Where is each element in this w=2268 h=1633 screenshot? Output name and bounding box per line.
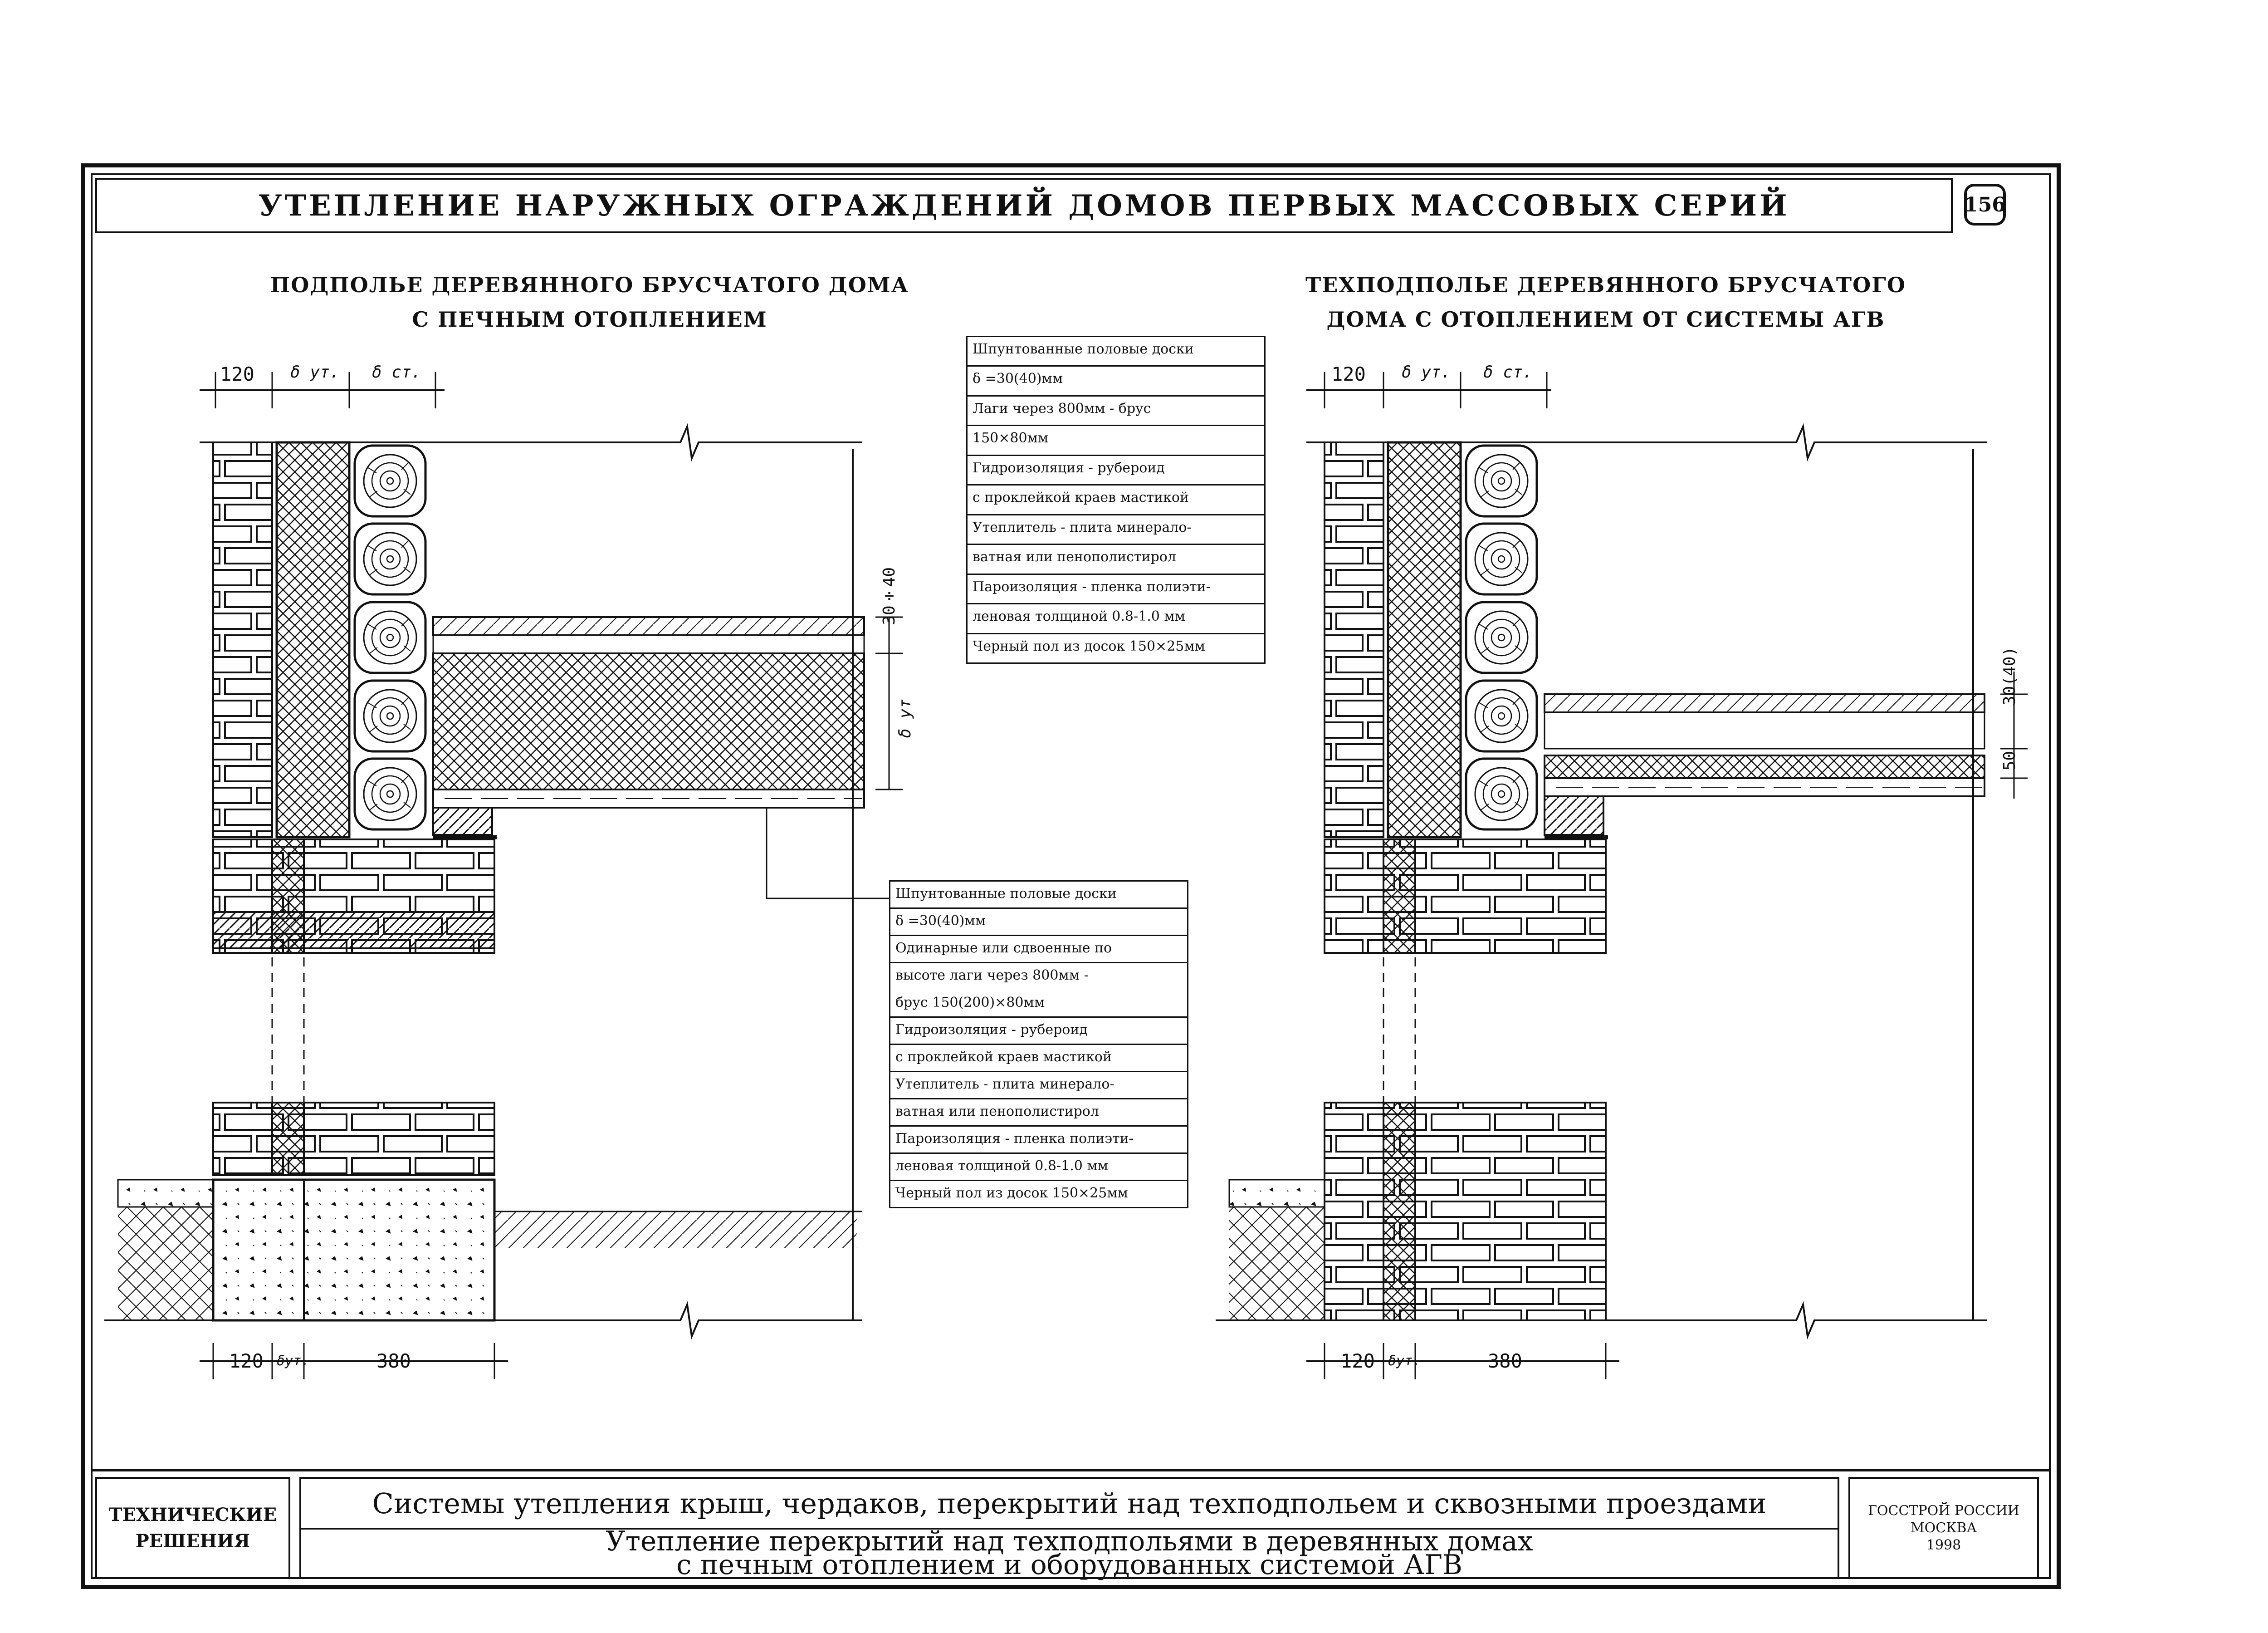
legend-rule — [889, 962, 1188, 963]
stamp-subtitle-line1: Утепление перекрытий над техподпольями в… — [606, 1525, 1533, 1557]
stamp-publisher: ГОССТРОЙ РОССИИ МОСКВА 1998 — [1848, 1477, 2039, 1579]
sheet-number: 156 — [1964, 184, 2006, 226]
left-dim-top-st: δ ст. — [372, 363, 421, 382]
right-heading-line1: ТЕХПОДПОЛЬЕ ДЕРЕВЯННОГО БРУСЧАТОГО — [1305, 273, 1906, 297]
legend-rule — [889, 1016, 1188, 1018]
legend-row: с проклейкой краев мастикой — [895, 1049, 1112, 1065]
right-dim-bottom-380: 380 — [1488, 1350, 1522, 1372]
legend-row: Гидроизоляция - рубероид — [895, 1022, 1088, 1038]
legend-rule — [889, 880, 1188, 882]
left-dim-right-2: δ ут — [896, 699, 914, 738]
legend-row: Утеплитель - плита минерало- — [895, 1076, 1114, 1092]
left-dim-top-120: 120 — [220, 363, 254, 385]
left-heading: ПОДПОЛЬЕ ДЕРЕВЯННОГО БРУСЧАТОГО ДОМА С П… — [254, 268, 925, 337]
right-heading-line2: ДОМА С ОТОПЛЕНИЕМ ОТ СИСТЕМЫ АГВ — [1326, 307, 1885, 332]
legend-rule — [966, 484, 1266, 486]
stamp-publisher-line1: ГОССТРОЙ РОССИИ — [1868, 1502, 2019, 1519]
legend-rule — [966, 336, 1266, 337]
right-dim-bottom-ut: δут. — [1388, 1353, 1421, 1369]
legend-row: Гидроизоляция - рубероид — [973, 460, 1165, 476]
right-dim-right-1: 30(40) — [2000, 647, 2019, 706]
left-dim-bottom-380: 380 — [376, 1350, 411, 1372]
legend-row: Шпунтованные половые доски — [973, 341, 1194, 357]
legend-rule — [966, 514, 1266, 515]
right-dim-top-st: δ ст. — [1483, 363, 1533, 382]
legend-rule — [889, 1152, 1188, 1154]
left-heading-line2: С ПЕЧНЫМ ОТОПЛЕНИЕМ — [412, 307, 767, 332]
legend-row: леновая толщиной 0.8-1.0 мм — [895, 1158, 1109, 1174]
stamp-title-main: Системы утепления крыш, чердаков, перекр… — [301, 1479, 1838, 1530]
legend-row: δ =30(40)мм — [895, 913, 986, 929]
legend-row: Черный пол из досок 150×25мм — [973, 638, 1206, 654]
legend-row: Шпунтованные половые доски — [895, 886, 1117, 902]
right-drawing — [1216, 372, 2028, 1379]
stamp-subtitle: Утепление перекрытий над техподпольями в… — [301, 1525, 1838, 1581]
legend-rule — [966, 395, 1266, 397]
legend-rule — [966, 573, 1266, 575]
legend-rule — [966, 603, 1266, 605]
stamp-subtitle-line2: с печным отоплением и оборудованных сист… — [676, 1549, 1463, 1581]
legend-rule — [966, 544, 1266, 545]
left-dim-top-ut: δ ут. — [290, 363, 340, 382]
right-heading: ТЕХПОДПОЛЬЕ ДЕРЕВЯННОГО БРУСЧАТОГО ДОМА … — [1270, 268, 1941, 337]
legend-rule — [966, 454, 1266, 456]
legend-row: Одинарные или сдвоенные по — [895, 940, 1112, 956]
left-dim-right-1: 30÷40 — [880, 567, 899, 625]
stamp-section-line2: РЕШЕНИЯ — [135, 1530, 250, 1552]
left-heading-line1: ПОДПОЛЬЕ ДЕРЕВЯННОГО БРУСЧАТОГО ДОМА — [270, 273, 909, 297]
stamp-section-line1: ТЕХНИЧЕСКИЕ — [108, 1504, 277, 1525]
legend-row: Пароизоляция - пленка полиэти- — [895, 1131, 1134, 1147]
right-dim-right-2: 50 — [2000, 751, 2019, 771]
right-dim-top-ut: δ ут. — [1402, 363, 1451, 382]
left-drawing — [104, 372, 903, 1379]
legend-row: леновая толщиной 0.8-1.0 мм — [973, 608, 1186, 625]
legend-rule — [966, 633, 1266, 634]
legend-row: 150×80мм — [973, 430, 1049, 446]
right-dim-bottom-120: 120 — [1340, 1350, 1375, 1372]
legend-row: высоте лаги через 800мм - — [895, 967, 1089, 983]
legend-row: с проклейкой краев мастикой — [973, 490, 1189, 506]
legend-rule — [889, 1098, 1188, 1099]
legend-row: δ =30(40)мм — [973, 371, 1063, 387]
left-dim-bottom-120: 120 — [229, 1350, 264, 1372]
legend-rule — [889, 1125, 1188, 1127]
legend-rule — [966, 662, 1266, 664]
legend-row: брус 150(200)×80мм — [895, 995, 1045, 1010]
legend-row: Лаги через 800мм - брус — [973, 400, 1151, 417]
legend-rule — [966, 425, 1266, 427]
stamp-publisher-line3: 1998 — [1926, 1537, 1961, 1553]
outer-frame — [81, 163, 2061, 1589]
legend-rule — [889, 1044, 1188, 1045]
sheet-title: УТЕПЛЕНИЕ НАРУЖНЫХ ОГРАЖДЕНИЙ ДОМОВ ПЕРВ… — [95, 178, 1953, 233]
legend-row: Черный пол из досок 150×25мм — [895, 1185, 1129, 1201]
legend-row: Утеплитель - плита минерало- — [973, 519, 1192, 535]
stamp-section: ТЕХНИЧЕСКИЕ РЕШЕНИЯ — [95, 1477, 290, 1579]
legend-rule — [966, 365, 1266, 367]
stamp-publisher-line2: МОСКВА — [1910, 1520, 1977, 1536]
legend-rule — [889, 1207, 1188, 1208]
legend-row: Пароизоляция - пленка полиэти- — [973, 579, 1211, 595]
legend-rule — [889, 1180, 1188, 1181]
legend-rule — [889, 935, 1188, 936]
stamp-titles: Системы утепления крыш, чердаков, перекр… — [299, 1477, 1839, 1579]
left-dim-bottom-ut: δут. — [277, 1353, 310, 1369]
right-dim-top-120: 120 — [1331, 363, 1366, 385]
legend-row: ватная или пенополистирол — [895, 1103, 1099, 1119]
legend-row: ватная или пенополистирол — [973, 549, 1176, 565]
legend-rule — [889, 1071, 1188, 1072]
legend-rule — [889, 907, 1188, 909]
